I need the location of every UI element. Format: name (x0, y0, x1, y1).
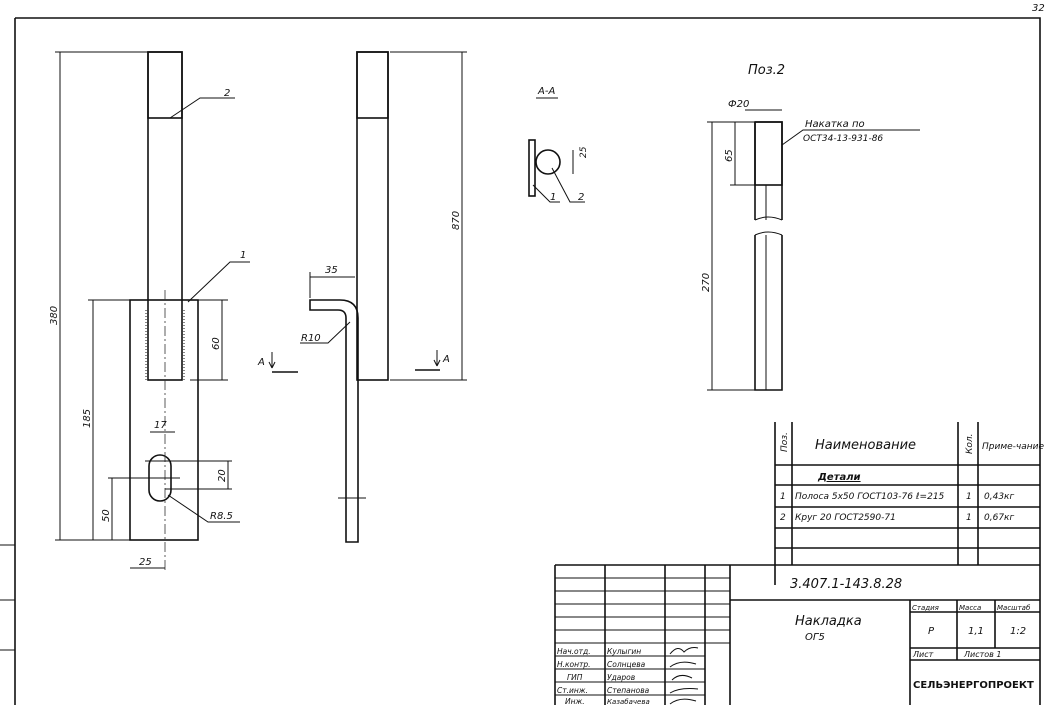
part-mark: ОГ5 (805, 632, 825, 643)
drawing-line (781, 129, 920, 146)
dim-bend-radius: R10 (301, 333, 321, 344)
drawing-label: Солнцева (607, 660, 646, 669)
document-code: 3.407.1-143.8.28 (790, 577, 902, 592)
drawing-line (300, 321, 351, 344)
header-note: Приме-чание (982, 442, 1044, 452)
section-leader-1: 1 (550, 192, 556, 203)
header-qty: Кол. (965, 433, 975, 454)
drawing-label: 0,43кг (984, 492, 1014, 502)
sheet-frame (15, 17, 1041, 705)
drawing-line (268, 352, 276, 369)
part-name: Накладка (795, 614, 862, 629)
drawing-line (167, 494, 240, 523)
detail-note-line2: ОСТ34-13-931-86 (803, 134, 883, 144)
side-view: 35 R10 870 А А (257, 51, 467, 543)
spec-table: Поз. Наименование Кол. Приме-чание Детал… (774, 422, 1044, 585)
signers: Нач.отд. Кулыгин Н.контр. Солнцева ГИП Удар… (557, 647, 699, 706)
drawing-label: Казабачева (607, 698, 650, 706)
drawing-label: Листов 1 (963, 650, 1002, 659)
dim-slot-width: 17 (154, 420, 167, 431)
section-title-details: Детали (817, 472, 861, 483)
table-row: 2 Круг 20 ГОСТ2590-71 1 0,67кг (780, 513, 1014, 523)
drawing-label: 1 (780, 492, 786, 502)
drawing-label: Стадия (912, 604, 939, 612)
signatures (669, 647, 699, 705)
drawing-label: Масштаб (997, 604, 1031, 612)
drawing-line (528, 139, 536, 197)
dim-radius: R8.5 (210, 511, 233, 522)
dim-hook: 35 (325, 265, 338, 276)
drawing-line (555, 577, 730, 696)
drawing-label: 2 (780, 513, 786, 523)
table-row: 1 Полоса 5x50 ГОСТ103-76 ℓ=215 1 0,43кг (780, 492, 1014, 502)
section-mark-left: А (257, 357, 265, 368)
drawing-line (187, 261, 250, 303)
detail-pos-2: Поз.2 Ф20 65 270 Накатка по ОСТ34-13-931… (701, 63, 920, 391)
drawing-line (169, 97, 235, 119)
main-view: 380 185 60 50 17 20 R8.5 25 2 1 (49, 51, 250, 570)
section-mark-right: А (442, 354, 450, 365)
dim-slot-height: 20 (217, 469, 228, 482)
drawing-line (356, 51, 389, 119)
drawing-label: Ударов (607, 673, 635, 682)
drawing-label: 1 (966, 492, 972, 502)
drawing-line (551, 167, 585, 203)
detail-length: 270 (701, 273, 712, 292)
drawing-label: Лист (912, 650, 934, 659)
rod-side (356, 51, 389, 381)
drawing-line (754, 121, 783, 391)
drawing-line (754, 121, 783, 186)
section-label: А-А (537, 86, 555, 97)
title-block: 3.407.1-143.8.28 Накладка ОГ5 Стадия Мас… (554, 564, 1040, 706)
dim-half-width: 25 (139, 557, 152, 568)
dim-total: 380 (49, 306, 60, 325)
section-a-a: А-А 25 1 2 (528, 86, 589, 203)
leader-pos-1: 1 (240, 250, 246, 261)
drawing-label: Полоса 5x50 ГОСТ103-76 ℓ=215 (795, 492, 945, 502)
leader-pos-2: 2 (224, 88, 230, 99)
bent-strip (309, 299, 359, 543)
drawing-label: 0,67кг (984, 513, 1014, 523)
detail-knurl-length: 65 (724, 149, 735, 162)
mass-value: 1,1 (968, 626, 984, 637)
drawing-line (774, 422, 1040, 585)
drawing-label: Масса (959, 604, 981, 612)
dim-rod-length: 870 (451, 211, 462, 230)
drawing-label: Инж. (565, 697, 585, 706)
detail-diameter: Ф20 (728, 99, 749, 110)
knurled-end (147, 51, 183, 119)
scale-value: 1:2 (1010, 626, 1026, 637)
detail-title: Поз.2 (748, 63, 785, 78)
drawing-label: 1 (966, 513, 972, 523)
drawing-line (433, 350, 441, 367)
drawing-line (532, 184, 560, 203)
detail-note-line1: Накатка по (805, 119, 865, 130)
section-leader-2: 2 (578, 192, 584, 203)
drawing-label: Ст.инж. (557, 686, 588, 695)
drawing-line (554, 564, 1040, 705)
drawing-label: Кулыгин (607, 647, 641, 656)
plate (129, 299, 199, 541)
drawing-line (535, 149, 561, 175)
drawing-label: Нач.отд. (557, 647, 591, 656)
drawing-label: ГИП (567, 673, 583, 682)
dim-plate: 185 (82, 409, 93, 428)
section-dim: 25 (579, 146, 589, 158)
drawing-line (754, 216, 783, 236)
header-name: Наименование (815, 438, 916, 453)
drawing-label: Н.контр. (557, 660, 591, 669)
header-pos: Поз. (780, 432, 790, 452)
organization: СЕЛЬЭНЕРГОПРОЕКТ (913, 680, 1034, 691)
sheet-number: 32 (1032, 3, 1045, 14)
dim-slot-pos: 50 (101, 509, 112, 522)
stage-value: Р (928, 626, 935, 637)
drawing-label: Степанова (607, 686, 650, 695)
drawing-label: Круг 20 ГОСТ2590-71 (795, 513, 896, 523)
dim-overlap: 60 (211, 337, 222, 350)
